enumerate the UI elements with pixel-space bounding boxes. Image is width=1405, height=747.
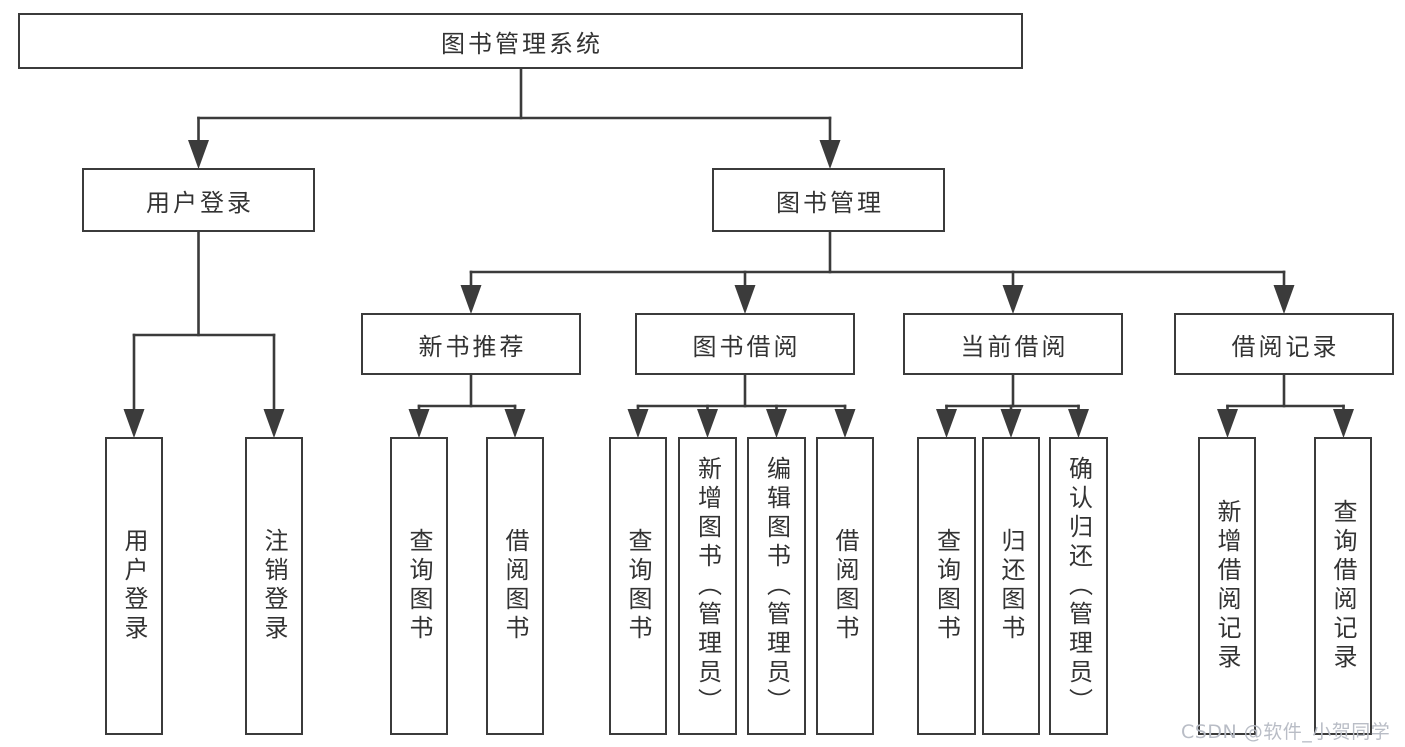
node-label: 注销登录 xyxy=(260,528,288,644)
node-label: 借阅记录 xyxy=(1231,332,1340,361)
node-label: 图书管理系统 xyxy=(441,29,603,58)
node-label: 当前借阅 xyxy=(960,332,1069,361)
node-label: 归还图书 xyxy=(997,528,1025,644)
node-label: 编辑图书（管理员） xyxy=(762,455,791,717)
node-label: 借阅图书 xyxy=(831,528,859,644)
leaf-borrow-books: 借阅图书 xyxy=(816,437,874,735)
node-new-book-recommendation: 新书推荐 xyxy=(361,313,581,375)
node-book-borrowing: 图书借阅 xyxy=(635,313,855,375)
leaf-user-login: 用户登录 xyxy=(105,437,163,735)
node-label: 借阅图书 xyxy=(501,528,529,644)
node-label: 新增图书（管理员） xyxy=(693,455,722,717)
csdn-watermark: CSDN @软件_小贺同学 xyxy=(1181,721,1391,743)
node-label: 新增借阅记录 xyxy=(1213,499,1241,673)
node-label: 图书借阅 xyxy=(692,332,801,361)
node-label: 查询图书 xyxy=(405,528,433,644)
leaf-recommend-query-books: 查询图书 xyxy=(390,437,448,735)
leaf-return-books: 归还图书 xyxy=(982,437,1040,735)
node-borrowing-records: 借阅记录 xyxy=(1174,313,1394,375)
node-label: 新书推荐 xyxy=(418,332,527,361)
leaf-edit-books-admin: 编辑图书（管理员） xyxy=(747,437,806,735)
node-user-login: 用户登录 xyxy=(82,168,315,232)
leaf-add-borrow-record: 新增借阅记录 xyxy=(1198,437,1256,735)
leaf-add-books-admin: 新增图书（管理员） xyxy=(678,437,737,735)
node-label: 查询借阅记录 xyxy=(1329,499,1357,673)
node-label: 用户登录 xyxy=(146,188,254,217)
leaf-recommend-borrow-books: 借阅图书 xyxy=(486,437,544,735)
node-label: 图书管理 xyxy=(776,188,884,217)
leaf-borrow-query-books: 查询图书 xyxy=(609,437,667,735)
node-label: 查询图书 xyxy=(624,528,652,644)
leaf-confirm-return-admin: 确认归还（管理员） xyxy=(1049,437,1108,735)
node-label: 确认归还（管理员） xyxy=(1064,455,1093,717)
leaf-current-query-books: 查询图书 xyxy=(917,437,976,735)
node-label: 用户登录 xyxy=(120,528,148,644)
node-label: 查询图书 xyxy=(932,528,961,644)
leaf-logout: 注销登录 xyxy=(245,437,303,735)
node-current-borrowing: 当前借阅 xyxy=(903,313,1123,375)
leaf-query-borrow-record: 查询借阅记录 xyxy=(1314,437,1372,735)
node-library-management-system: 图书管理系统 xyxy=(18,13,1023,69)
node-book-management: 图书管理 xyxy=(712,168,945,232)
